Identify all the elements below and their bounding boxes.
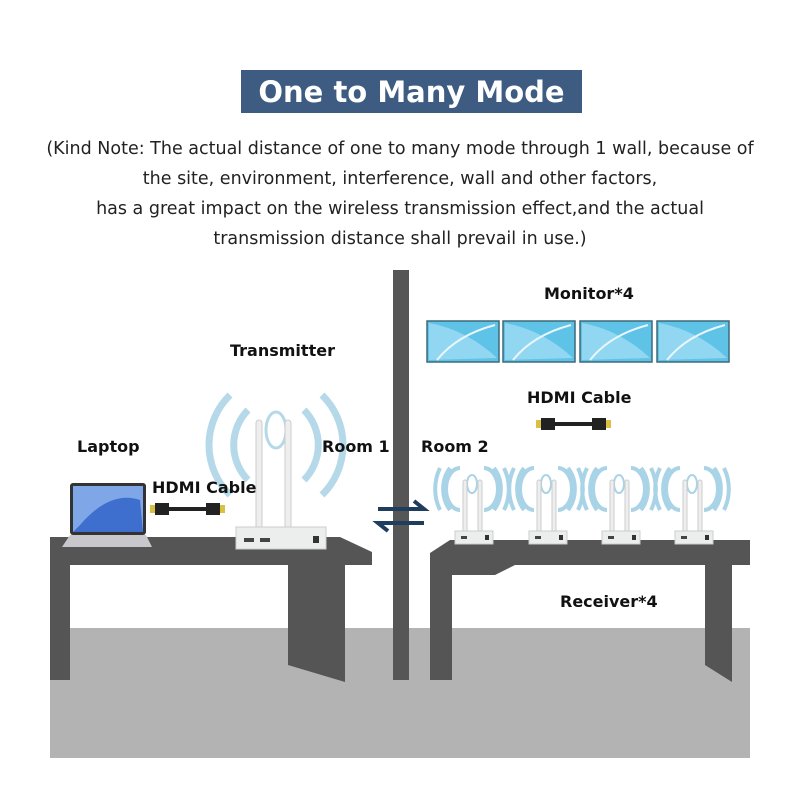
monitor-label: Monitor*4 [544,284,634,303]
receiver-image [433,466,511,545]
receiver-image [580,466,658,545]
note-line-4: transmission distance shall prevail in u… [213,229,587,249]
monitor-image [656,320,730,363]
laptop-image [62,483,152,547]
receiver-image [653,466,731,545]
hdmi-cable-left-label: HDMI Cable [152,478,257,497]
right-table [430,540,750,682]
note-line-3: has a great impact on the wireless trans… [96,199,704,219]
transmitter-label: Transmitter [230,341,335,360]
monitors [426,320,730,363]
hdmi-cable-left-image [150,503,225,515]
receivers [433,466,731,545]
monitor-image [579,320,653,363]
note-line-2: the site, environment, interference, wal… [142,169,658,189]
page-title: One to Many Mode [241,70,582,113]
note-line-1: (Kind Note: The actual distance of one t… [46,139,754,159]
room-1-label: Room 1 [322,437,390,456]
wall [393,270,409,680]
receiver-image [507,466,585,545]
room-2-label: Room 2 [421,437,489,456]
monitor-image [502,320,576,363]
laptop-label: Laptop [77,437,140,456]
bidirectional-arrows-icon [372,499,430,533]
monitor-image [426,320,500,363]
hdmi-cable-right-image [536,418,611,430]
receiver-label: Receiver*4 [560,592,658,611]
hdmi-cable-right-label: HDMI Cable [527,388,632,407]
transmitter-image [205,392,347,550]
